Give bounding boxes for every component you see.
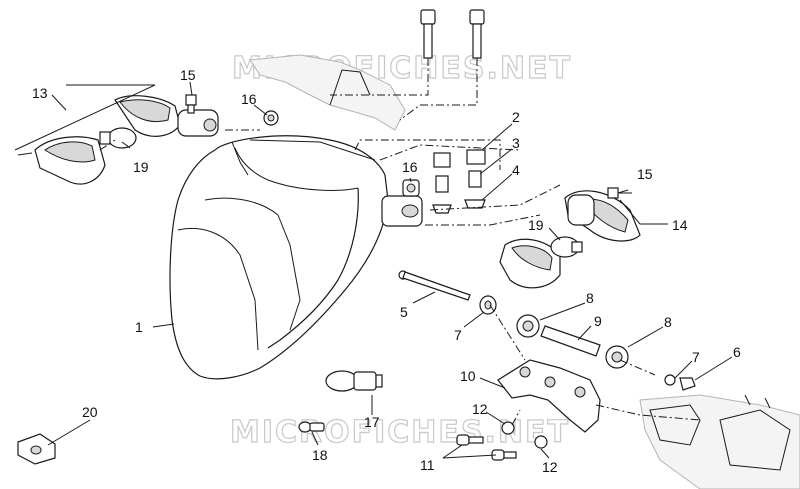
- callout-7-upper: 7: [454, 327, 462, 343]
- left-indicator-rear: [114, 95, 219, 137]
- headlight-support-bracket: [249, 54, 406, 131]
- clip-20: [17, 433, 56, 465]
- frame-section: [639, 394, 800, 489]
- mounting-bolt-right: [469, 9, 485, 59]
- callout-16-left: 16: [241, 91, 257, 107]
- callout-7-right: 7: [692, 349, 700, 365]
- spacer-3: [435, 170, 482, 193]
- left-bulb: [99, 127, 137, 149]
- callout-2: 2: [512, 109, 520, 125]
- nut-16-left: [263, 110, 279, 126]
- position-bulb-18: [298, 421, 325, 433]
- callout-15-left: 15: [180, 67, 196, 83]
- grommet-2: [433, 149, 486, 168]
- callout-20: 20: [82, 404, 98, 420]
- callout-16-right: 16: [402, 159, 418, 175]
- headlight-bracket-10: [497, 359, 601, 433]
- callout-17: 17: [364, 414, 380, 430]
- callout-8-lower: 8: [664, 314, 672, 330]
- callout-9: 9: [594, 313, 602, 329]
- assembly-guide-lines: [99, 58, 701, 426]
- left-indicator-front: [34, 136, 106, 185]
- left-screw-15: [185, 94, 197, 114]
- callout-6: 6: [733, 344, 741, 360]
- bushing-8-left: [516, 314, 540, 338]
- bushing-8-right: [605, 345, 629, 369]
- callout-12-upper: 12: [472, 401, 488, 417]
- callout-15-right: 15: [637, 166, 653, 182]
- nut-16-right: [402, 179, 420, 197]
- headlight-housing: [169, 135, 389, 380]
- leader-lines: [14, 81, 733, 459]
- nut-12-lower: [534, 435, 548, 449]
- sleeve-9: [540, 325, 601, 357]
- callout-labels: 13 15 16 19 1 2 3 4 16 15 14 19 5 7 8 9 …: [32, 67, 741, 475]
- mounting-bolt-left: [420, 9, 436, 59]
- callout-18: 18: [312, 447, 328, 463]
- callout-19-left: 19: [133, 159, 149, 175]
- callout-1: 1: [135, 319, 143, 335]
- adjuster-mount: [381, 195, 423, 227]
- callout-13: 13: [32, 85, 48, 101]
- bushing-7-upper: [479, 295, 497, 315]
- nut-6: [679, 377, 696, 391]
- watermark-bottom: MICROFICHES.NET: [230, 415, 570, 450]
- callout-19-right: 19: [528, 217, 544, 233]
- nut-4: [432, 199, 486, 214]
- callout-14: 14: [672, 217, 688, 233]
- callout-11: 11: [420, 457, 435, 473]
- pivot-pin-5: [398, 270, 471, 301]
- callout-12-lower: 12: [542, 459, 558, 475]
- left-screw-small: [17, 152, 33, 156]
- callout-8-upper: 8: [586, 290, 594, 306]
- callout-3: 3: [512, 135, 520, 151]
- headlight-bulb-17: [325, 370, 383, 392]
- callout-10: 10: [460, 368, 476, 384]
- callout-4: 4: [512, 162, 520, 178]
- washer-7-right: [664, 374, 676, 386]
- right-bulb: [550, 236, 583, 258]
- nut-12-upper: [501, 421, 515, 435]
- right-indicator-rear: [564, 190, 641, 242]
- callout-5: 5: [400, 304, 408, 320]
- right-indicator-front: [499, 238, 561, 289]
- screw-11-right: [491, 449, 517, 461]
- screw-11-left: [456, 434, 484, 446]
